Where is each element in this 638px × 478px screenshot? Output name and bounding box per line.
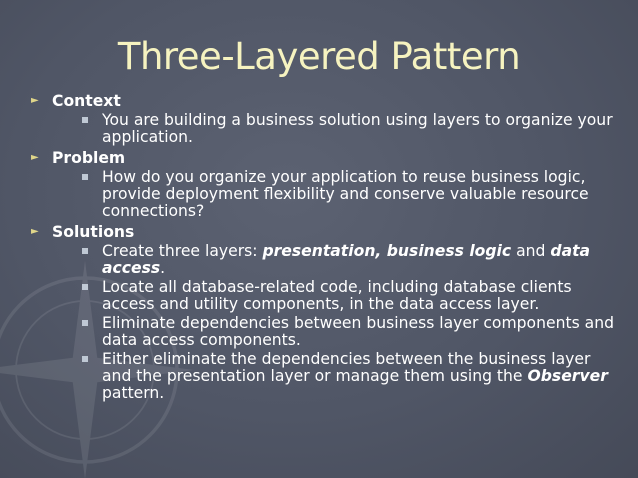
emphasized-text: data access [102,242,591,277]
bullet-text: and [511,242,551,260]
triangle-arrow-icon: ► [31,226,39,237]
bullet-item: Either eliminate the dependencies betwee… [52,351,622,402]
bullet-list: You are building a business solution usi… [52,112,622,146]
square-bullet-icon [82,117,88,123]
bullet-text: You are building a business solution usi… [102,111,613,146]
bullet-list: How do you organize your application to … [52,169,622,220]
square-bullet-icon [82,174,88,180]
emphasized-text: presentation, business logic [262,242,512,260]
bullet-item: Locate all database-related code, includ… [52,279,622,313]
bullet-text: Locate all database-related code, includ… [102,278,572,313]
slide-title: Three-Layered Pattern [117,35,521,78]
section-heading: Solutions [52,223,135,241]
bullet-item: Create three layers: presentation, busin… [52,243,622,277]
bullet-item: Eliminate dependencies between business … [52,315,622,349]
section-heading: Problem [52,149,126,167]
bullet-text: pattern. [102,384,165,402]
triangle-arrow-icon: ► [31,95,39,106]
bullet-text: How do you organize your application to … [102,168,589,220]
bullet-item: How do you organize your application to … [52,169,622,220]
bullet-item: You are building a business solution usi… [52,112,622,146]
bullet-text: Either eliminate the dependencies betwee… [102,350,591,385]
square-bullet-icon [82,284,88,290]
bullet-text: . [160,259,166,277]
bullet-text: Create three layers: [102,242,263,260]
triangle-arrow-icon: ► [31,152,39,163]
section-heading: Context [52,92,121,110]
square-bullet-icon [82,356,88,362]
bullet-text: Eliminate dependencies between business … [102,314,614,349]
emphasized-text: Observer [527,367,608,385]
square-bullet-icon [82,248,88,254]
square-bullet-icon [82,320,88,326]
bullet-list: Create three layers: presentation, busin… [52,243,622,402]
